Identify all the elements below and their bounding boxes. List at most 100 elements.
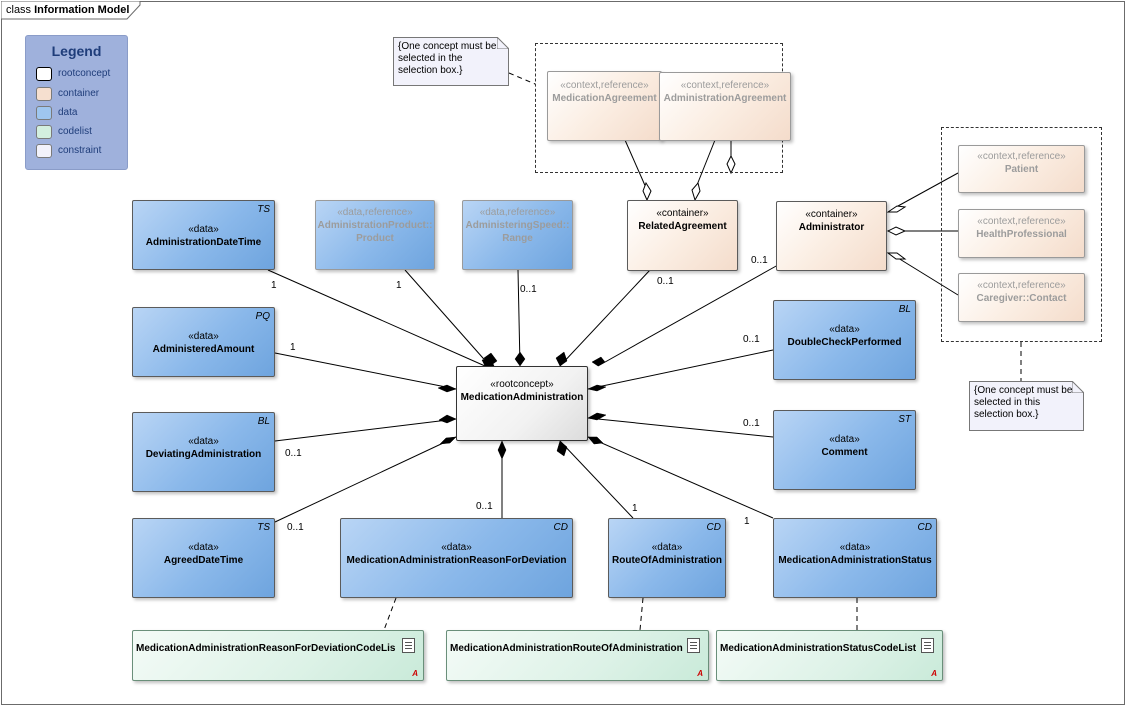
class-administration-datetime[interactable]: TS «data» AdministrationDateTime: [132, 200, 275, 270]
constraint-note-right[interactable]: {One concept must be selected in this se…: [969, 381, 1084, 431]
multiplicity-label: 0..1: [743, 334, 760, 345]
stereotype: «data,reference»: [479, 207, 556, 218]
diamond-comment: [587, 412, 607, 421]
class-medication-administration[interactable]: «rootconcept» MedicationAdministration: [456, 366, 588, 441]
class-name: Administrator: [798, 222, 865, 233]
document-icon: [687, 638, 700, 653]
class-administrator[interactable]: «container» Administrator: [776, 201, 887, 271]
multiplicity-label: 1: [396, 280, 402, 291]
class-name: AdministeredAmount: [152, 344, 255, 355]
frame-name: Information Model: [34, 4, 130, 16]
constraint-note-top-text: {One concept must be selected in the sel…: [398, 41, 497, 76]
class-caregiver-contact[interactable]: «context,reference» Caregiver::Contact: [958, 273, 1085, 322]
class-name: HealthProfessional: [976, 229, 1067, 240]
class-deviating-administration[interactable]: BL «data» DeviatingAdministration: [132, 412, 275, 492]
diamond-reason-for-deviation: [497, 440, 507, 460]
note-fold-icon: [497, 37, 509, 49]
class-name: Comment: [821, 447, 868, 458]
stereotype: «context,reference»: [977, 216, 1066, 227]
assoc-agreed-datetime: [274, 436, 457, 523]
stereotype: «data»: [651, 542, 683, 553]
constraint-note-right-text: {One concept must be selected in this se…: [974, 385, 1073, 420]
class-medication-agreement[interactable]: «context,reference» MedicationAgreement: [547, 71, 662, 141]
codelist-administration-status[interactable]: MedicationAdministrationStatusCodeList A: [716, 630, 943, 681]
class-name: AdministeringSpeed::: [465, 220, 570, 231]
multiplicity-label: 0..1: [476, 501, 493, 512]
assoc-route-of-administration: [559, 440, 634, 519]
class-name: AdministrationAgreement: [663, 93, 787, 104]
multiplicity-label: 0..1: [657, 276, 674, 287]
stereotype: «data,reference»: [337, 207, 413, 218]
stereotype: «data»: [441, 542, 472, 553]
diamond-related-agreement: [555, 351, 568, 367]
legend-label-rootconcept: rootconcept: [58, 68, 111, 79]
class-name: DeviatingAdministration: [145, 449, 262, 460]
note-fold-icon: [1072, 381, 1084, 393]
class-name: MedicationAgreement: [552, 93, 657, 104]
hollow-diamond-patient: [886, 205, 907, 213]
class-route-of-administration[interactable]: CD «data» RouteOfAdministration: [608, 518, 726, 598]
class-name: Caregiver::Contact: [976, 293, 1067, 304]
abstract-marker: A: [931, 669, 937, 678]
frame-title: class Information Model: [6, 4, 129, 16]
class-name: MedicationAdministrationStatus: [778, 555, 932, 566]
multiplicity-label: 1: [744, 516, 750, 527]
class-administration-agreement[interactable]: «context,reference» AdministrationAgreem…: [659, 72, 791, 141]
hollow-diamond-health-professional: [886, 226, 907, 236]
class-administration-status[interactable]: CD «data» MedicationAdministrationStatus: [773, 518, 937, 598]
class-name: MedicationAdministrationReasonForDeviati…: [346, 555, 567, 566]
diamond-administered-amount: [437, 384, 457, 393]
class-comment[interactable]: ST «data» Comment: [773, 410, 916, 490]
assoc-administration-agreement: [694, 139, 716, 191]
multiplicity-label: 0..1: [285, 448, 302, 459]
document-icon: [921, 638, 934, 653]
multiplicity-label: 0..1: [751, 255, 768, 266]
class-reason-for-deviation[interactable]: CD «data» MedicationAdministrationReason…: [340, 518, 573, 598]
class-health-professional[interactable]: «context,reference» HealthProfessional: [958, 209, 1085, 258]
datatype-tag: CD: [917, 522, 932, 533]
legend-label-data: data: [58, 107, 78, 118]
class-agreed-datetime[interactable]: TS «data» AgreedDateTime: [132, 518, 275, 598]
multiplicity-label: 1: [290, 342, 296, 353]
class-administering-speed[interactable]: «data,reference» AdministeringSpeed:: Ra…: [462, 200, 573, 270]
stereotype: «data»: [188, 436, 219, 447]
class-double-check-performed[interactable]: BL «data» DoubleCheckPerformed: [773, 300, 916, 380]
constraint-note-top[interactable]: {One concept must be selected in the sel…: [393, 37, 509, 86]
datatype-tag: CD: [706, 522, 721, 533]
class-name: Patient: [1004, 164, 1039, 175]
hollow-diamond-medication-agreement: [642, 181, 652, 202]
datatype-tag: BL: [898, 304, 911, 315]
assoc-caregiver: [897, 257, 959, 296]
assoc-administration-status: [587, 436, 774, 519]
stereotype: «data»: [829, 434, 860, 445]
class-related-agreement[interactable]: «container» RelatedAgreement: [627, 200, 738, 271]
assoc-administered-amount: [274, 352, 457, 390]
hollow-diamond-administration-agreement: [691, 181, 701, 202]
diamond-route-of-administration: [556, 440, 568, 457]
codelist-link-route: [639, 597, 644, 631]
multiplicity-label: 1: [632, 503, 638, 514]
diamond-administering-speed: [514, 351, 526, 367]
abstract-marker: A: [697, 669, 703, 678]
legend-swatch-container: [36, 87, 52, 101]
document-icon: [402, 638, 415, 653]
legend-label-container: container: [58, 88, 100, 99]
class-administration-product[interactable]: «data,reference» AdministrationProduct::…: [315, 200, 435, 270]
abstract-marker: A: [412, 669, 418, 678]
stereotype: «data»: [839, 542, 871, 553]
note-link-top: [508, 72, 536, 85]
class-name: RelatedAgreement: [638, 221, 727, 232]
diamond-administration-status: [587, 436, 604, 445]
class-patient[interactable]: «context,reference» Patient: [958, 145, 1085, 193]
diamond-double-check-performed: [587, 384, 607, 392]
datatype-tag: BL: [257, 416, 270, 427]
legend-swatch-constraint: [36, 144, 52, 158]
stereotype: «context,reference»: [680, 80, 770, 91]
codelist-name: MedicationAdministrationRouteOfAdministr…: [450, 643, 683, 654]
codelist-route-of-administration[interactable]: MedicationAdministrationRouteOfAdministr…: [446, 630, 709, 681]
codelist-reason-for-deviation[interactable]: MedicationAdministrationReasonForDeviati…: [132, 630, 424, 681]
class-administered-amount[interactable]: PQ «data» AdministeredAmount: [132, 307, 275, 377]
class-name-line2: Range: [502, 233, 533, 244]
legend-label-constraint: constraint: [58, 145, 102, 156]
